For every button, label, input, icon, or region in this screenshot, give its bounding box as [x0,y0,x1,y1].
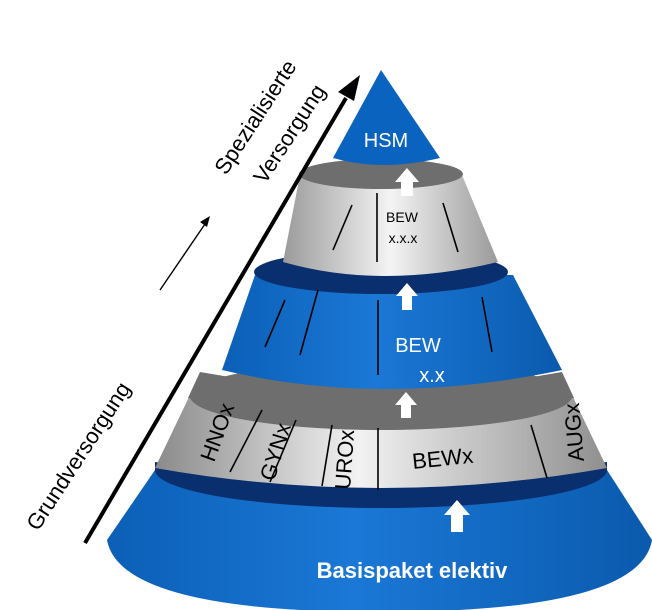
level-1-dividers [229,409,548,490]
up-arrow-icon [395,392,417,418]
up-arrow-icon [396,283,418,310]
label-top: HSM [364,130,408,152]
level-3 [283,159,498,276]
small-arrow [159,216,210,291]
up-arrow-icon [395,168,419,196]
level-3-dividers [332,193,459,262]
label-uro: UROx [330,429,359,490]
arrow-head-icon [200,216,210,227]
label-level2-bew: BEW [395,335,441,357]
axis-label-bottom: Grundversorgung [21,378,135,535]
label-aug: AUGx [559,402,589,463]
axis-arrow [83,75,360,545]
up-arrow-icon [444,500,470,532]
label-level3-bew: BEW [386,209,419,225]
level-top [333,70,440,165]
level-2-dividers [264,289,493,375]
label-level2-version: x.x [419,365,445,387]
up-arrow-icons [395,168,470,532]
label-base: Basispaket elektiv [317,558,509,583]
label-level3-version: x.x.x [389,230,418,246]
arrow-head-icon [338,75,360,101]
